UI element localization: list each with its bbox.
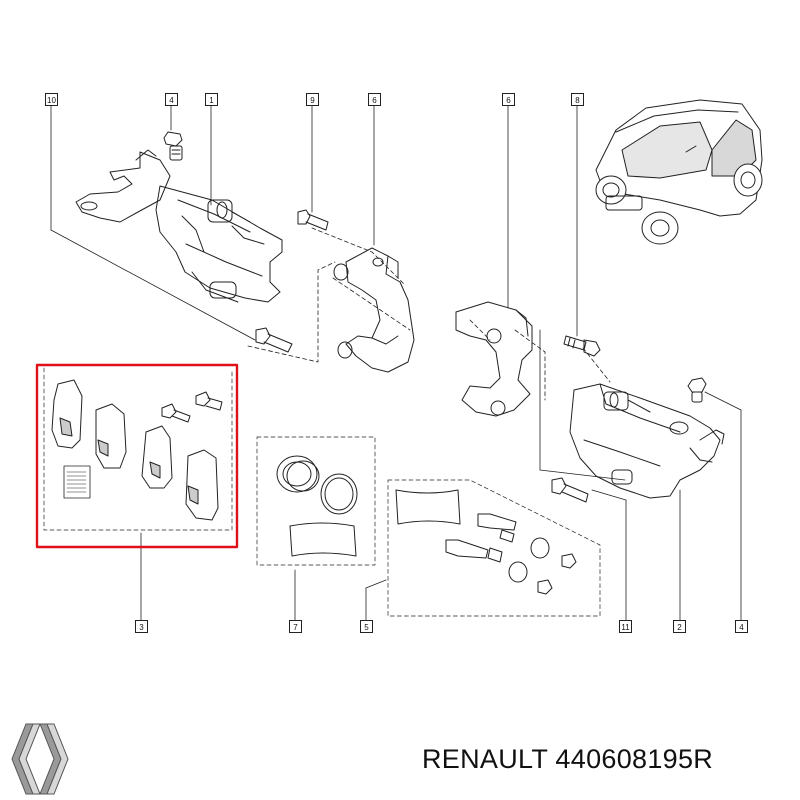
callout-8: 8 (571, 93, 584, 106)
seal-kit-7 (256, 436, 376, 566)
callout-5: 5 (360, 620, 373, 633)
car-illustration (595, 99, 763, 245)
bleed-screw-right (687, 377, 707, 403)
callout-7: 7 (289, 620, 302, 633)
brake-pad-kit-contents (43, 367, 233, 531)
callout-3: 3 (135, 620, 148, 633)
callout-9: 9 (306, 93, 319, 106)
brake-pad-kit-highlight (35, 363, 239, 549)
callout-6-right: 6 (502, 93, 515, 106)
caliper-bracket-right (455, 301, 533, 417)
leader-lines (50, 105, 742, 621)
callout-1: 1 (205, 93, 218, 106)
part-number-caption: RENAULT 440608195R (422, 744, 714, 774)
callout-4-lower: 4 (735, 620, 748, 633)
callout-11: 11 (619, 620, 632, 633)
bolt-11 (551, 477, 589, 503)
bleed-screw-part (163, 131, 183, 161)
callout-10: 10 (45, 93, 58, 106)
callout-2: 2 (673, 620, 686, 633)
brake-caliper-assembly (75, 149, 283, 303)
callout-6-left: 6 (368, 93, 381, 106)
bolts-9-10 (255, 209, 329, 353)
caliper-bracket-left (333, 247, 415, 373)
brake-caliper-2 (569, 383, 725, 499)
dashed-alignment-lines (247, 227, 611, 401)
bolt-8 (563, 335, 601, 357)
callout-4-upper: 4 (165, 93, 178, 106)
renault-logo (11, 723, 69, 795)
guide-pin-kit-5 (387, 479, 601, 617)
